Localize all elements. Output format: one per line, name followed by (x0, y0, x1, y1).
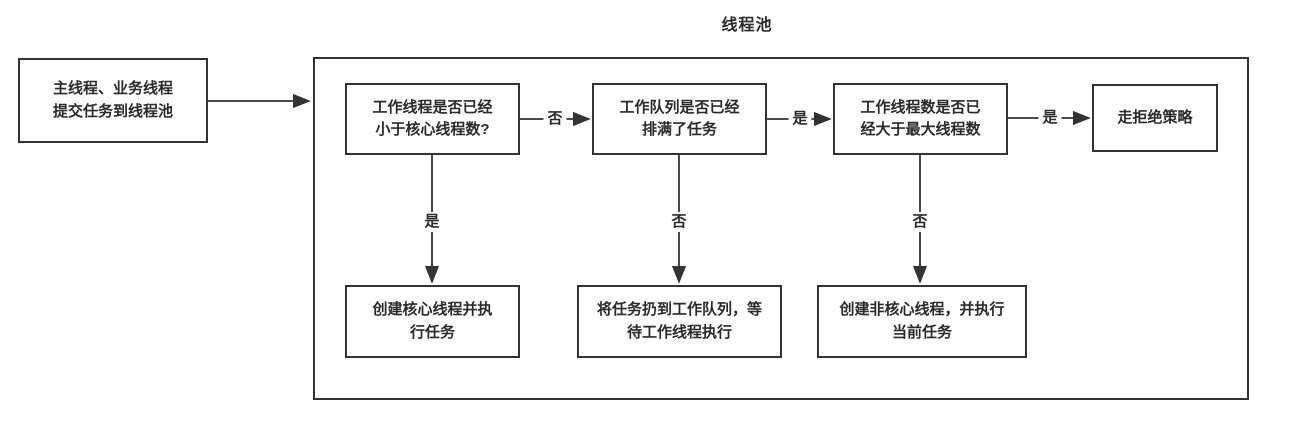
edge-label-decision1-yes: 是 (420, 212, 444, 232)
edge-label-decision1-no: 否 (543, 109, 567, 129)
diagram-title: 线程池 (721, 17, 773, 34)
edge-label-decision3-no: 否 (908, 212, 932, 232)
action-node-create-noncore-thread: 创建非核心线程，并执行 当前任务 (817, 285, 1027, 358)
decision-node-core-threads: 工作线程是否已经 小于核心线程数? (345, 83, 520, 155)
thread-pool-boundary (313, 57, 1249, 400)
edge-label-decision2-no: 否 (667, 212, 691, 232)
decision-node-queue-full: 工作队列是否已经 排满了任务 (592, 83, 767, 155)
action-node-create-core-thread: 创建核心线程并执 行任务 (345, 285, 520, 358)
reject-policy-node: 走拒绝策略 (1092, 84, 1218, 152)
edge-label-decision3-yes: 是 (1038, 108, 1062, 128)
decision-node-max-threads: 工作线程数是否已 经大于最大线程数 (833, 83, 1008, 155)
edge-label-decision2-yes: 是 (788, 109, 812, 129)
action-node-enqueue-task: 将任务扔到工作队列，等 待工作线程执行 (577, 285, 782, 358)
start-node: 主线程、业务线程 提交任务到线程池 (18, 58, 208, 143)
